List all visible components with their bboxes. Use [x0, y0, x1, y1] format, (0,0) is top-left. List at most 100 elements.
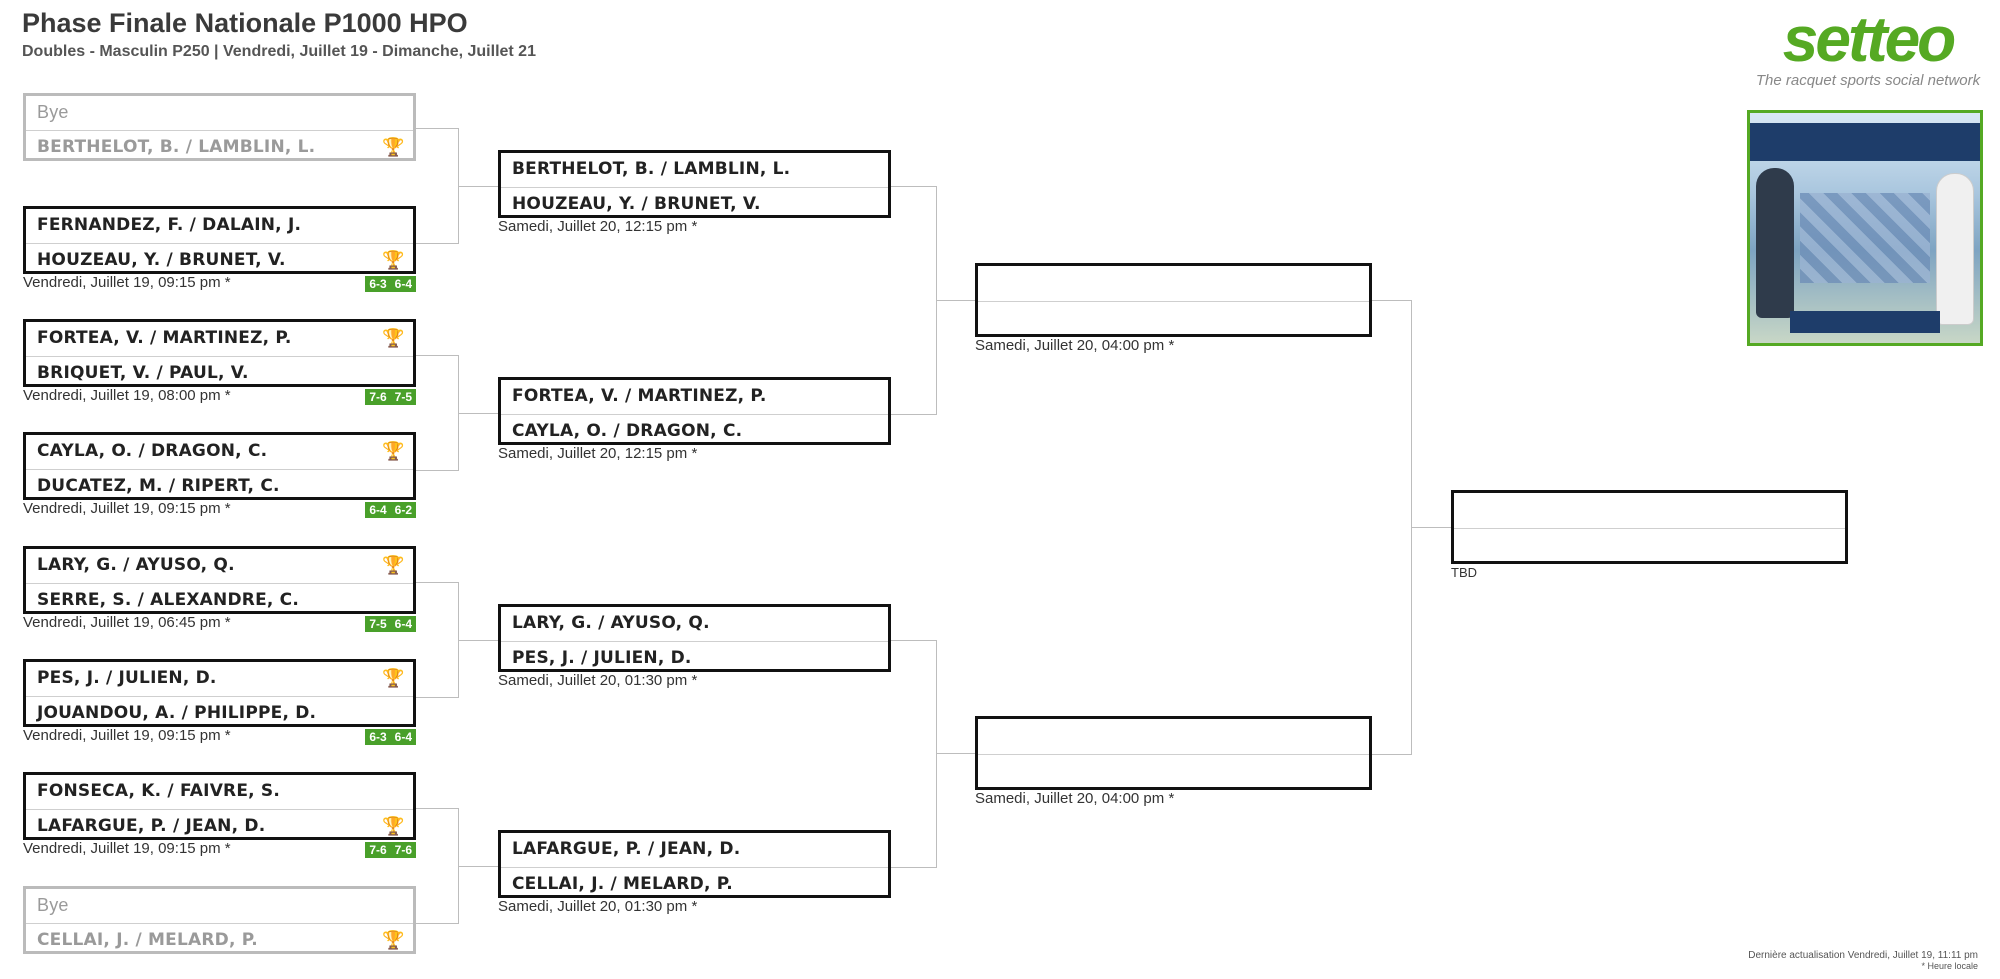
team-slot-2[interactable]: BERTHELOT, B. / LAMBLIN, L. 🏆 — [26, 130, 413, 165]
match-date: Vendredi, Juillet 19, 09:15 pm * — [23, 840, 231, 857]
team-name: PES, J. / JULIEN, D. — [37, 668, 217, 688]
final-match[interactable]: TBD — [1451, 490, 1848, 584]
match-box: FERNANDEZ, F. / DALAIN, J. HOUZEAU, Y. /… — [23, 206, 416, 274]
trophy-icon: 🏆 — [382, 930, 405, 951]
team-name: HOUZEAU, Y. / BRUNET, V. — [37, 250, 286, 270]
bracket-connector — [1372, 300, 1412, 755]
team-slot-2[interactable]: CELLAI, J. / MELARD, P. — [501, 867, 888, 902]
team-slot-2[interactable]: PES, J. / JULIEN, D. — [501, 641, 888, 676]
team-slot-1[interactable]: LARY, G. / AYUSO, Q. — [512, 613, 710, 633]
r2-match-4[interactable]: LAFARGUE, P. / JEAN, D. CELLAI, J. / MEL… — [498, 830, 891, 918]
match-info: TBD — [1451, 564, 1848, 584]
match-info: Samedi, Juillet 20, 01:30 pm * — [498, 672, 891, 692]
set-score: 6-4 — [394, 617, 412, 631]
team-slot-1[interactable]: FONSECA, K. / FAIVRE, S. — [37, 781, 281, 801]
footer: Dernière actualisation Vendredi, Juillet… — [1748, 950, 1978, 971]
match-info: Samedi, Juillet 20, 12:15 pm * — [498, 218, 891, 238]
match-date: Vendredi, Juillet 19, 09:15 pm * — [23, 727, 231, 744]
last-updated: Dernière actualisation Vendredi, Juillet… — [1748, 950, 1978, 961]
trophy-icon: 🏆 — [382, 668, 405, 689]
team-slot-1[interactable]: FORTEA, V. / MARTINEZ, P. — [512, 386, 767, 406]
match-box: CAYLA, O. / DRAGON, C.🏆 DUCATEZ, M. / RI… — [23, 432, 416, 500]
page-title: Phase Finale Nationale P1000 HPO — [22, 8, 468, 38]
match-box: LARY, G. / AYUSO, Q.🏆 SERRE, S. / ALEXAN… — [23, 546, 416, 614]
r1-match-2[interactable]: FERNANDEZ, F. / DALAIN, J. HOUZEAU, Y. /… — [23, 206, 416, 294]
r1-match-3[interactable]: FORTEA, V. / MARTINEZ, P. 🏆 BRIQUET, V. /… — [23, 319, 416, 407]
r1-match-7[interactable]: FONSECA, K. / FAIVRE, S. LAFARGUE, P. / … — [23, 772, 416, 860]
team-slot-2[interactable]: HOUZEAU, Y. / BRUNET, V. 🏆 — [26, 243, 413, 278]
r1-match-5[interactable]: LARY, G. / AYUSO, Q.🏆 SERRE, S. / ALEXAN… — [23, 546, 416, 634]
match-date: Samedi, Juillet 20, 04:00 pm * — [975, 790, 1175, 807]
team-name: BERTHELOT, B. / LAMBLIN, L. — [37, 137, 316, 157]
match-box: LAFARGUE, P. / JEAN, D. CELLAI, J. / MEL… — [498, 830, 891, 898]
bracket-connector — [458, 186, 498, 187]
team-slot-1[interactable]: FERNANDEZ, F. / DALAIN, J. — [37, 215, 302, 235]
match-date: Samedi, Juillet 20, 12:15 pm * — [498, 445, 698, 462]
divider — [978, 301, 1369, 302]
divider — [1454, 528, 1845, 529]
r3-match-2[interactable]: Samedi, Juillet 20, 04:00 pm * — [975, 716, 1372, 810]
match-box: BERTHELOT, B. / LAMBLIN, L. HOUZEAU, Y. … — [498, 150, 891, 218]
match-date: Samedi, Juillet 20, 04:00 pm * — [975, 337, 1175, 354]
team-slot-2[interactable]: DUCATEZ, M. / RIPERT, C. — [26, 469, 413, 504]
match-box: PES, J. / JULIEN, D.🏆 JOUANDOU, A. / PHI… — [23, 659, 416, 727]
team-slot-1[interactable]: LARY, G. / AYUSO, Q.🏆 — [26, 549, 413, 583]
team-name: CAYLA, O. / DRAGON, C. — [37, 441, 268, 461]
team-slot-2[interactable]: SERRE, S. / ALEXANDRE, C. — [26, 583, 413, 618]
team-slot-1[interactable]: LAFARGUE, P. / JEAN, D. — [512, 839, 741, 859]
team-slot-1[interactable]: Bye — [37, 895, 69, 915]
team-slot-1[interactable]: Bye — [37, 102, 69, 122]
bracket-connector — [416, 355, 459, 471]
bracket-connector — [458, 866, 498, 867]
match-box: LARY, G. / AYUSO, Q. PES, J. / JULIEN, D… — [498, 604, 891, 672]
r2-match-3[interactable]: LARY, G. / AYUSO, Q. PES, J. / JULIEN, D… — [498, 604, 891, 692]
team-slot-2[interactable]: CAYLA, O. / DRAGON, C. — [501, 414, 888, 449]
divider — [978, 754, 1369, 755]
match-box: Bye BERTHELOT, B. / LAMBLIN, L. 🏆 — [23, 93, 416, 161]
match-info: Samedi, Juillet 20, 04:00 pm * — [975, 337, 1372, 357]
local-time-note: * Heure locale — [1921, 961, 1978, 971]
team-slot-2[interactable]: LAFARGUE, P. / JEAN, D.🏆 — [26, 809, 413, 844]
match-date: Samedi, Juillet 20, 12:15 pm * — [498, 218, 698, 235]
match-info: Samedi, Juillet 20, 12:15 pm * — [498, 445, 891, 465]
r2-match-1[interactable]: BERTHELOT, B. / LAMBLIN, L. HOUZEAU, Y. … — [498, 150, 891, 238]
set-score: 6-2 — [394, 503, 412, 517]
r1-match-4[interactable]: CAYLA, O. / DRAGON, C. 🏆 DUCATEZ, M. / RI… — [23, 432, 416, 520]
team-slot-1[interactable]: FORTEA, V. / MARTINEZ, P. 🏆 — [26, 322, 413, 356]
trophy-icon: 🏆 — [382, 328, 405, 349]
bracket-connector — [458, 413, 498, 414]
r1-match-1[interactable]: Bye BERTHELOT, B. / LAMBLIN, L. 🏆 — [23, 93, 416, 161]
match-box: FORTEA, V. / MARTINEZ, P.🏆 BRIQUET, V. /… — [23, 319, 416, 387]
team-slot-2[interactable]: JOUANDOU, A. / PHILIPPE, D. — [26, 696, 413, 731]
team-name: FORTEA, V. / MARTINEZ, P. — [37, 328, 292, 348]
team-slot-2[interactable]: CELLAI, J. / MELARD, P.🏆 — [26, 923, 413, 958]
bracket-connector — [416, 808, 459, 924]
team-slot-1[interactable]: PES, J. / JULIEN, D. 🏆 — [26, 662, 413, 696]
sponsor-poster-image[interactable] — [1747, 110, 1983, 346]
setteo-logo[interactable]: setteo The racquet sports social network — [1748, 2, 1988, 89]
r1-match-8[interactable]: Bye CELLAI, J. / MELARD, P.🏆 — [23, 886, 416, 954]
r3-match-1[interactable]: Samedi, Juillet 20, 04:00 pm * — [975, 263, 1372, 357]
team-slot-2[interactable]: HOUZEAU, Y. / BRUNET, V. — [501, 187, 888, 222]
set-score: 7-5 — [369, 617, 387, 631]
team-slot-2[interactable]: BRIQUET, V. / PAUL, V. — [26, 356, 413, 391]
bracket-connector — [891, 640, 937, 868]
trophy-icon: 🏆 — [382, 137, 405, 158]
r1-match-6[interactable]: PES, J. / JULIEN, D. 🏆 JOUANDOU, A. / PHI… — [23, 659, 416, 747]
bracket-connector — [416, 128, 459, 244]
team-slot-1[interactable]: CAYLA, O. / DRAGON, C. 🏆 — [26, 435, 413, 469]
trophy-icon: 🏆 — [382, 250, 405, 271]
team-slot-1[interactable]: BERTHELOT, B. / LAMBLIN, L. — [512, 159, 791, 179]
r2-match-2[interactable]: FORTEA, V. / MARTINEZ, P. CAYLA, O. / DR… — [498, 377, 891, 465]
match-info: Samedi, Juillet 20, 01:30 pm * — [498, 898, 891, 918]
team-name: LARY, G. / AYUSO, Q. — [37, 555, 235, 575]
trophy-icon: 🏆 — [382, 441, 405, 462]
